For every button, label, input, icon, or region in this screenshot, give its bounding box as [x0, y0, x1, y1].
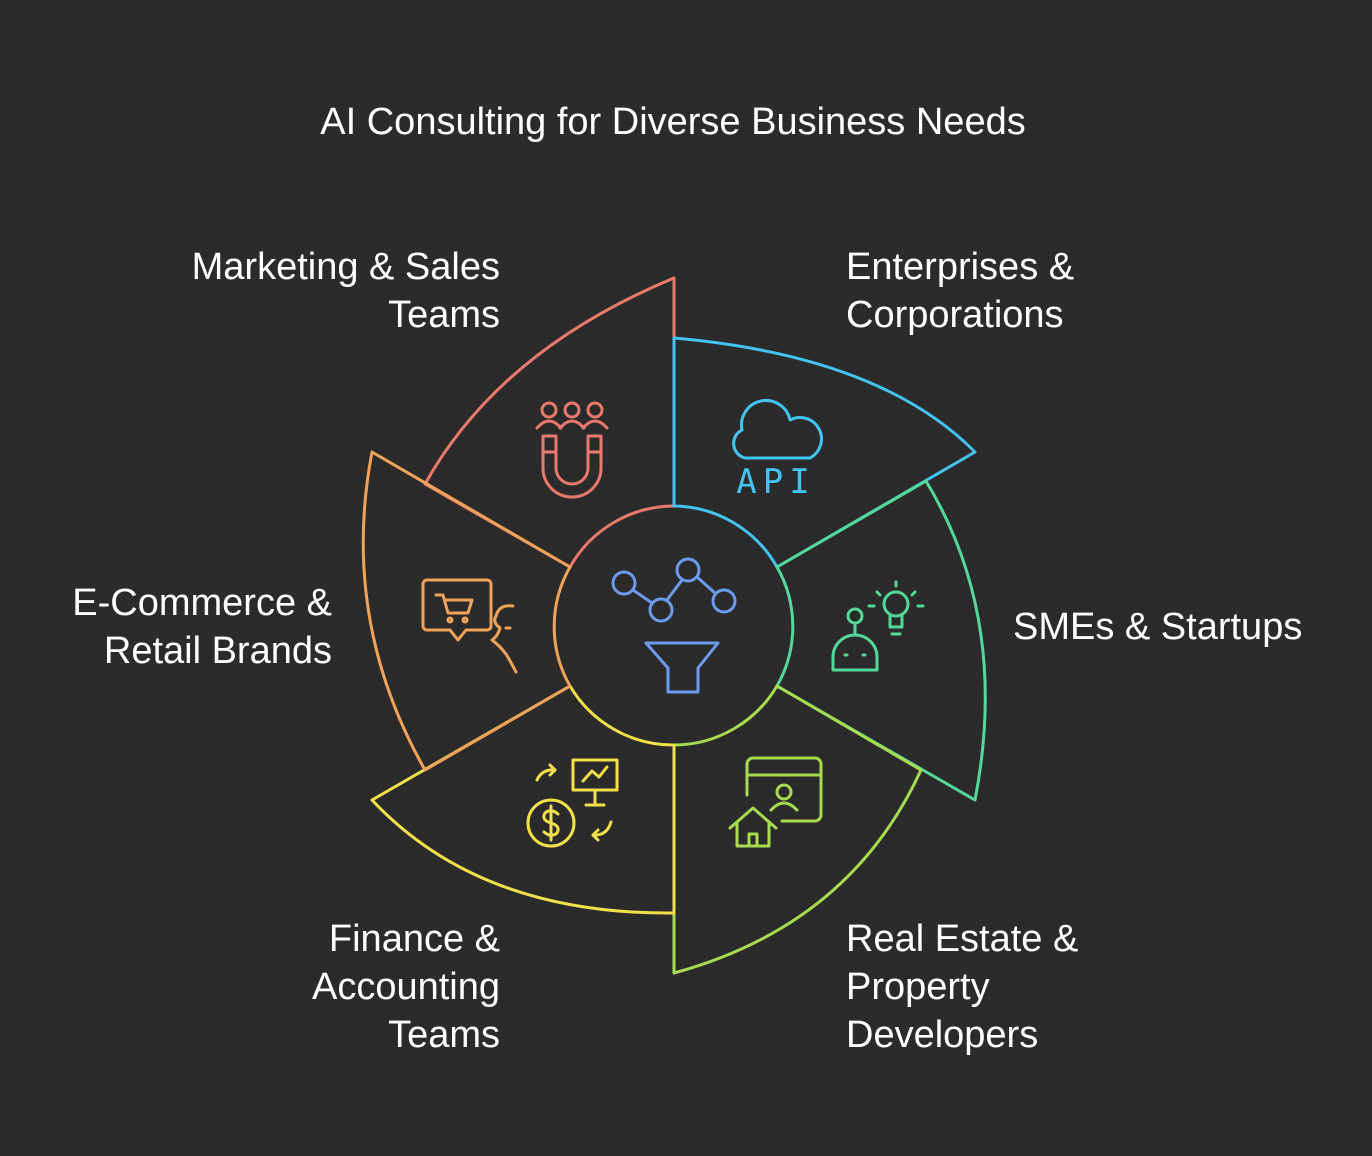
segment-marketing: [423, 276, 676, 569]
segment-smes: [775, 479, 987, 802]
label-ecommerce: E-Commerce & Retail Brands: [40, 579, 332, 675]
label-marketing-line-2: Teams: [388, 294, 500, 336]
label-smes: SMEs & Startups: [1013, 603, 1333, 651]
center-ring: [552, 504, 795, 747]
label-marketing-line-1: Marketing & Sales: [191, 246, 500, 288]
cart-chat-icon: [421, 578, 518, 674]
house-profile-icon: [728, 756, 823, 848]
label-real-estate-line-2: Property: [846, 966, 990, 1008]
network-funnel-icon: [611, 557, 737, 694]
cloud-api-icon: API: [732, 399, 823, 502]
label-enterprises-line-2: Corporations: [846, 294, 1064, 336]
label-real-estate: Real Estate & Property Developers: [846, 915, 1146, 1059]
label-marketing: Marketing & Sales Teams: [160, 243, 500, 339]
label-real-estate-line-1: Real Estate &: [846, 918, 1079, 960]
label-ecommerce-line-2: Retail Brands: [103, 630, 332, 672]
segment-enterprises: [672, 336, 977, 569]
label-enterprises: Enterprises & Corporations: [846, 243, 1146, 339]
label-smes-line-1: SMEs & Startups: [1013, 606, 1303, 648]
label-real-estate-line-3: Developers: [846, 1014, 1039, 1056]
cloud-api-text: API: [736, 462, 815, 502]
robot-lightbulb-icon: [831, 580, 925, 672]
segment-finance: [370, 684, 676, 915]
segment-ecommerce: [361, 450, 572, 772]
segment-real-estate: [672, 684, 923, 975]
magnet-people-icon: [535, 401, 609, 499]
label-finance-line-2: Accounting: [311, 966, 500, 1008]
label-finance-line-3: Teams: [388, 1014, 500, 1056]
dollar-chart-exchange-icon: [526, 758, 619, 848]
label-ecommerce-line-1: E-Commerce &: [72, 582, 332, 624]
label-enterprises-line-1: Enterprises &: [846, 246, 1075, 288]
label-finance-line-1: Finance &: [328, 918, 500, 960]
diagram-title: AI Consulting for Diverse Business Needs: [320, 101, 1026, 143]
label-finance: Finance & Accounting Teams: [240, 915, 500, 1059]
